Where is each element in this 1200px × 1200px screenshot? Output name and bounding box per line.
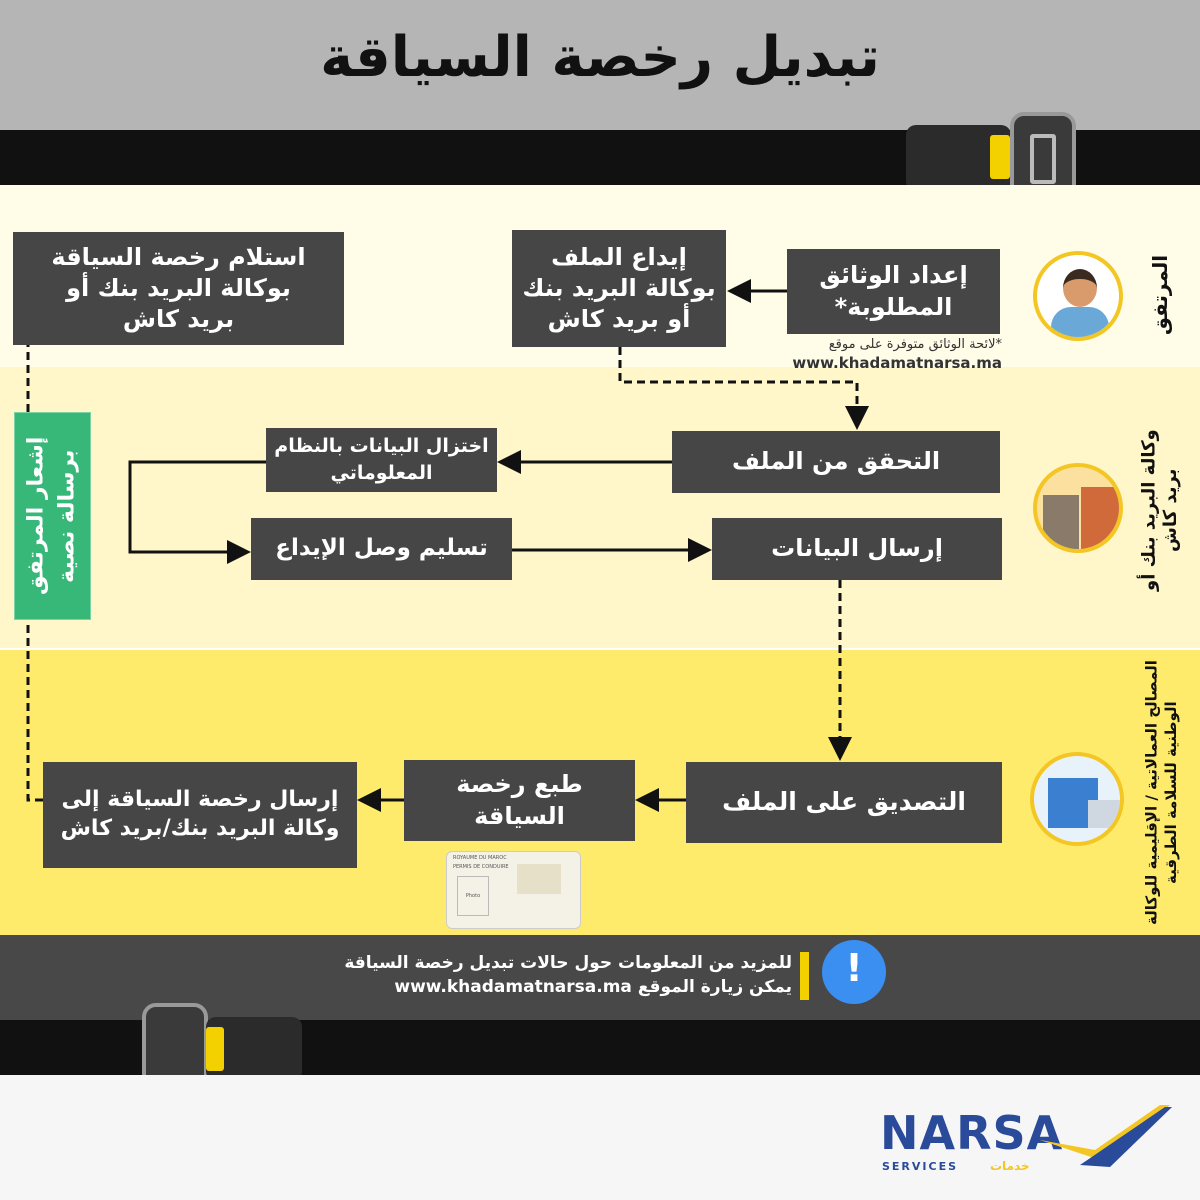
logo-road-icon xyxy=(1040,1105,1172,1167)
documents-url[interactable]: www.khadamatnarsa.ma xyxy=(792,354,1002,372)
documents-note: *لائحة الوثائق متوفرة على موقع xyxy=(828,337,1002,352)
arrow-deposit-to-verify xyxy=(618,347,869,430)
seatbelt-buckle-icon xyxy=(906,125,1011,191)
step-deposit-file: إيداع الملف بوكالة البريد بنك أو بريد كا… xyxy=(512,230,726,347)
driving-license-card-image: ROYAUME DU MAROC PERMIS DE CONDUIRE Phot… xyxy=(446,851,581,929)
info-visit-text: يمكن زيارة الموقع xyxy=(637,977,792,997)
sms-notification-badge: إشعار المرتفق برسالة نصية xyxy=(14,412,91,620)
card-photo: Photo xyxy=(457,876,489,916)
step-verify-file: التحقق من الملف xyxy=(672,431,1000,493)
lane-post xyxy=(0,367,1200,648)
info-line-2: يمكن زيارة الموقع www.khadamatnarsa.ma xyxy=(150,977,792,998)
step-send-license: إرسال رخصة السياقة إلى وكالة البريد بنك/… xyxy=(43,762,357,868)
seatbelt-buckle-icon-bottom xyxy=(206,1017,302,1081)
logo-services-ar: خدمات xyxy=(990,1159,1030,1173)
info-accent-bar xyxy=(800,952,809,1000)
post-office-icon xyxy=(1033,463,1123,553)
step-deposit-receipt: تسليم وصل الإيداع xyxy=(251,518,512,580)
info-icon: ! xyxy=(822,940,886,1004)
page-title: تبديل رخصة السياقة xyxy=(320,25,880,90)
step-prepare-documents: إعداد الوثائق المطلوبة* xyxy=(787,249,1000,334)
logo-narsa: NARSA xyxy=(880,1106,1064,1160)
info-url[interactable]: www.khadamatnarsa.ma xyxy=(394,977,632,997)
step-capture-data: اختزال البيانات بالنظام المعلوماتي xyxy=(266,428,497,492)
header-band xyxy=(0,0,1200,130)
step-print-license: طبع رخصة السياقة xyxy=(404,760,635,841)
footer-pattern xyxy=(0,1075,1200,1200)
step-send-data: إرسال البيانات xyxy=(712,518,1002,580)
step-receive-license: استلام رخصة السياقة بوكالة البريد بنك أو… xyxy=(13,232,344,345)
card-country: ROYAUME DU MAROC xyxy=(453,855,507,861)
agency-building-icon xyxy=(1030,752,1124,846)
logo-services: SERVICES xyxy=(882,1160,959,1173)
info-line-1: للمزيد من المعلومات حول حالات تبديل رخصة… xyxy=(344,953,792,973)
arrow-capture-to-receipt xyxy=(128,460,266,564)
user-avatar-icon xyxy=(1033,251,1123,341)
card-type: PERMIS DE CONDUIRE xyxy=(453,864,509,870)
step-approve-file: التصديق على الملف xyxy=(686,762,1002,843)
